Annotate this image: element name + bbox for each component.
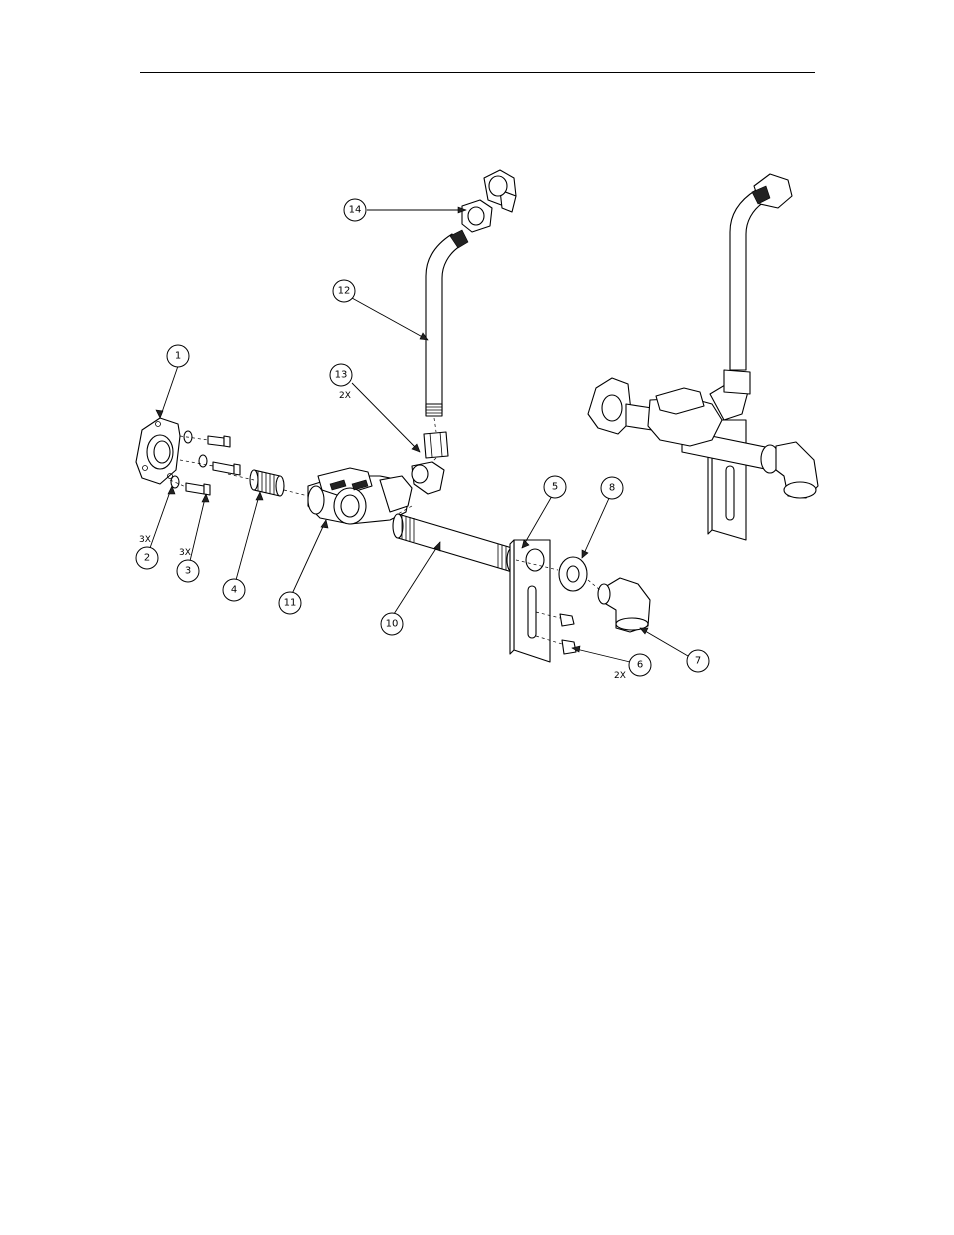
flange-part — [136, 418, 180, 484]
mounting-bracket-part — [510, 540, 550, 662]
ball-valve-part — [284, 468, 412, 524]
svg-text:3: 3 — [185, 566, 191, 577]
callout-8: 8 — [601, 477, 623, 499]
callout-1: 1 — [167, 345, 189, 367]
street-elbow-part — [588, 578, 650, 632]
callout-14: 14 — [344, 199, 366, 221]
svg-text:13: 13 — [335, 370, 348, 381]
callout-12: 12 — [333, 280, 355, 302]
svg-text:5: 5 — [552, 482, 558, 493]
callout-3: 3 3X — [177, 548, 199, 582]
svg-text:10: 10 — [386, 619, 399, 630]
qty-label: 2X — [614, 671, 626, 681]
svg-text:12: 12 — [338, 286, 351, 297]
callout-6: 6 2X — [614, 654, 651, 681]
svg-text:4: 4 — [231, 585, 237, 596]
svg-text:8: 8 — [609, 483, 615, 494]
long-pipe-part — [393, 506, 517, 572]
svg-text:7: 7 — [695, 656, 701, 667]
svg-text:14: 14 — [349, 205, 362, 216]
svg-text:1: 1 — [175, 351, 181, 362]
svg-text:6: 6 — [637, 660, 643, 671]
callout-11: 11 — [279, 592, 301, 614]
callout-4: 4 — [223, 579, 245, 601]
callout-7: 7 — [687, 650, 709, 672]
callout-13: 13 2X — [330, 364, 352, 401]
callout-2: 2 3X — [136, 535, 158, 569]
svg-text:11: 11 — [284, 598, 297, 609]
qty-label: 2X — [339, 391, 351, 401]
callout-5: 5 — [544, 476, 566, 498]
callout-10: 10 — [381, 613, 403, 635]
svg-text:2: 2 — [144, 553, 150, 564]
qty-label: 3X — [139, 535, 151, 545]
compression-fitting-part — [462, 170, 516, 232]
elbow-fitting-part — [412, 432, 448, 494]
flexible-tube-part — [426, 230, 468, 432]
qty-label: 3X — [179, 548, 191, 558]
